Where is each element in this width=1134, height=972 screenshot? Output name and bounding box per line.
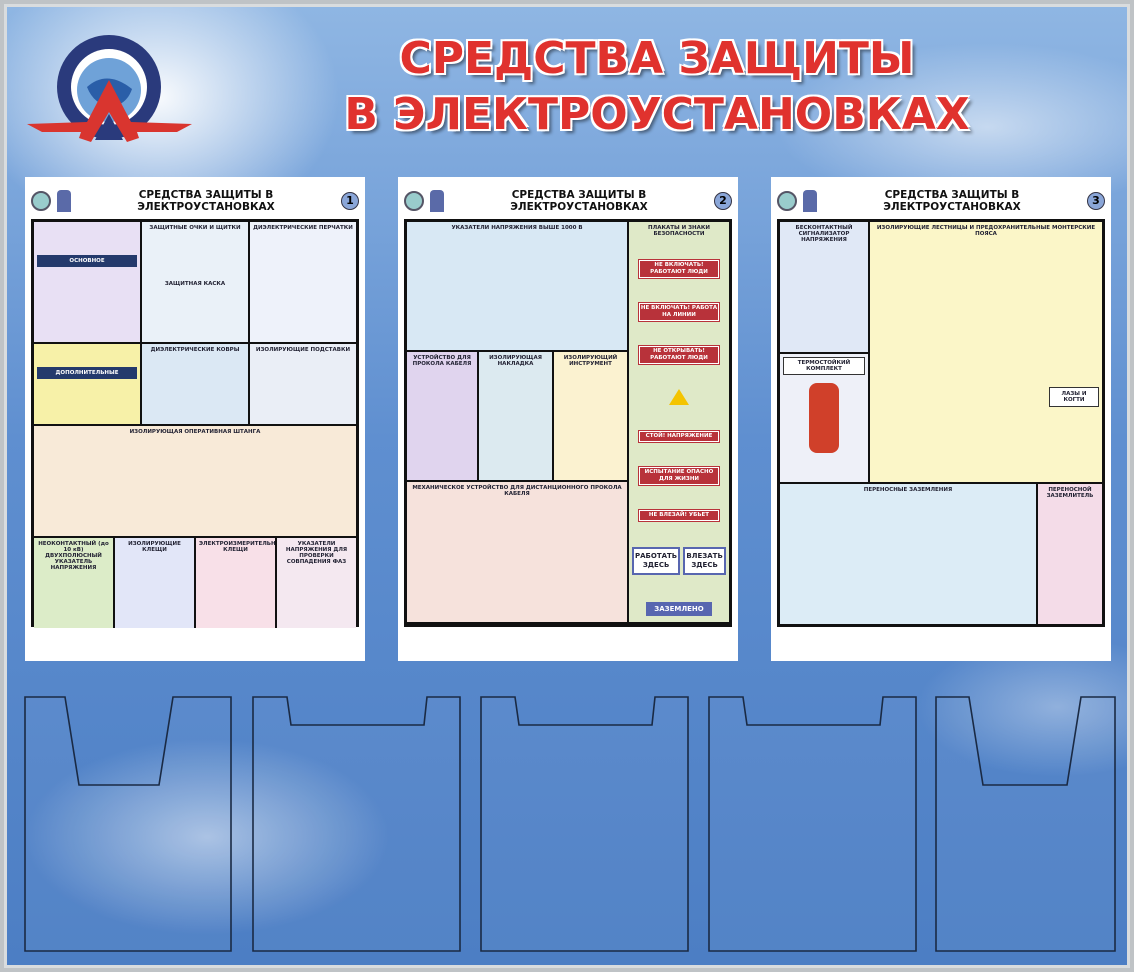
emblem-icon xyxy=(777,191,797,211)
warning-sign: НЕ ОТКРЫВАТЬ! РАБОТАЮТ ЛЮДИ xyxy=(637,345,721,366)
section-title: ПЕРЕНОСНОЙ ЗАЗЕМЛИТЕЛЬ xyxy=(1038,484,1102,624)
section-title: ИЗОЛИРУЮЩИЕ ЛЕСТНИЦЫ И ПРЕДОХРАНИТЕЛЬНЫЕ… xyxy=(876,225,1096,237)
section-title: ЗАЩИТНАЯ КАСКА xyxy=(164,281,226,287)
stand-title: СРЕДСТВА ЗАЩИТЫ В ЭЛЕКТРОУСТАНОВКАХ xyxy=(297,31,1017,143)
company-logo xyxy=(27,35,192,142)
poster-1[interactable]: СРЕДСТВА ЗАЩИТЫ В ЭЛЕКТРОУСТАНОВКАХ 1 ОСН… xyxy=(25,177,365,661)
section-title: УКАЗАТЕЛИ НАПРЯЖЕНИЯ ВЫШЕ 1000 В xyxy=(407,222,627,350)
section-title: УКАЗАТЕЛИ НАПРЯЖЕНИЯ ДЛЯ ПРОВЕРКИ СОВПАД… xyxy=(277,538,356,628)
poster-number: 1 xyxy=(341,192,359,210)
section-title: МЕХАНИЧЕСКОЕ УСТРОЙСТВО ДЛЯ ДИСТАНЦИОННО… xyxy=(407,482,627,622)
section-title: ИЗОЛИРУЮЩИЕ КЛЕЩИ xyxy=(115,538,194,628)
section-title: ПЛАКАТЫ И ЗНАКИ БЕЗОПАСНОСТИ xyxy=(648,225,710,237)
title-line-2: В ЭЛЕКТРОУСТАНОВКАХ xyxy=(344,89,970,140)
worker-icon xyxy=(430,190,444,212)
section-title: ДОПОЛНИТЕЛЬНЫЕ xyxy=(37,367,137,379)
section-title: ИЗОЛИРУЮЩИЕ ПОДСТАВКИ xyxy=(250,344,356,424)
poster-header: СРЕДСТВА ЗАЩИТЫ В ЭЛЕКТРОУСТАНОВКАХ xyxy=(510,189,648,213)
section-title: УСТРОЙСТВО ДЛЯ ПРОКОЛА КАБЕЛЯ xyxy=(407,352,477,480)
section-title: ЛАЗЫ И КОГТИ xyxy=(1049,387,1099,407)
document-pocket-4[interactable] xyxy=(708,696,917,952)
poster-3[interactable]: СРЕДСТВА ЗАЩИТЫ В ЭЛЕКТРОУСТАНОВКАХ 3 БЕС… xyxy=(771,177,1111,661)
section-title: ДИЭЛЕКТРИЧЕСКИЕ ПЕРЧАТКИ xyxy=(250,222,356,342)
document-pocket-1[interactable] xyxy=(24,696,232,952)
section-title: ТЕРМОСТОЙКИЙ КОМПЛЕКТ xyxy=(783,357,865,375)
warning-sign: НЕ ВКЛЮЧАТЬ! РАБОТАЮТ ЛЮДИ xyxy=(637,259,721,280)
section-title: ИЗОЛИРУЮЩАЯ НАКЛАДКА xyxy=(479,352,552,480)
thermal-suit-image xyxy=(809,383,839,453)
warning-sign: НЕ ВКЛЮЧАТЬ! РАБОТА НА ЛИНИИ xyxy=(637,302,721,323)
grounded-sign: ЗАЗЕМЛЕНО xyxy=(646,601,712,616)
warning-sign: СТОЙ! НАПРЯЖЕНИЕ xyxy=(637,429,721,443)
section-title: ИЗОЛИРУЮЩИЙ ИНСТРУМЕНТ xyxy=(554,352,627,480)
poster-2[interactable]: СРЕДСТВА ЗАЩИТЫ В ЭЛЕКТРОУСТАНОВКАХ 2 УКА… xyxy=(398,177,738,661)
info-stand: СРЕДСТВА ЗАЩИТЫ В ЭЛЕКТРОУСТАНОВКАХ СРЕД… xyxy=(4,4,1130,968)
warning-sign: ИСПЫТАНИЕ ОПАСНО ДЛЯ ЖИЗНИ xyxy=(637,465,721,486)
poster-number: 2 xyxy=(714,192,732,210)
section-title: ИЗОЛИРУЮЩАЯ ОПЕРАТИВНАЯ ШТАНГА xyxy=(34,426,356,536)
document-pocket-3[interactable] xyxy=(480,696,689,952)
worker-icon xyxy=(803,190,817,212)
title-line-1: СРЕДСТВА ЗАЩИТЫ xyxy=(399,33,915,84)
section-title: ПЕРЕНОСНЫЕ ЗАЗЕМЛЕНИЯ xyxy=(780,484,1036,624)
section-title: ДИЭЛЕКТРИЧЕСКИЕ КОВРЫ xyxy=(142,344,248,424)
warning-sign: НЕ ВЛЕЗАЙ! УБЬЕТ xyxy=(637,508,721,522)
high-voltage-icon xyxy=(669,389,689,406)
climb-here-sign: ВЛЕЗАТЬ ЗДЕСЬ xyxy=(683,546,726,575)
poster-header: СРЕДСТВА ЗАЩИТЫ В ЭЛЕКТРОУСТАНОВКАХ xyxy=(883,189,1021,213)
document-pocket-5[interactable] xyxy=(935,696,1116,952)
worker-icon xyxy=(57,190,71,212)
section-title: БЕСКОНТАКТНЫЙ СИГНАЛИЗАТОР НАПРЯЖЕНИЯ xyxy=(780,222,868,352)
poster-number: 3 xyxy=(1087,192,1105,210)
section-title: НЕОКОНТАКТНЫЙ (до 10 кВ) ДВУХПОЛЮСНЫЙ УК… xyxy=(34,538,113,628)
section-title: ОСНОВНОЕ xyxy=(37,255,137,267)
pockets-layer xyxy=(24,696,1116,952)
work-here-sign: РАБОТАТЬ ЗДЕСЬ xyxy=(632,546,681,575)
section-title: ЗАЩИТНЫЕ ОЧКИ И ЩИТКИ xyxy=(149,225,241,231)
section-title: ЭЛЕКТРОИЗМЕРИТЕЛЬНЫЕ КЛЕЩИ xyxy=(196,538,275,628)
document-pocket-2[interactable] xyxy=(252,696,461,952)
emblem-icon xyxy=(31,191,51,211)
poster-header: СРЕДСТВА ЗАЩИТЫ В ЭЛЕКТРОУСТАНОВКАХ xyxy=(137,189,275,213)
emblem-icon xyxy=(404,191,424,211)
